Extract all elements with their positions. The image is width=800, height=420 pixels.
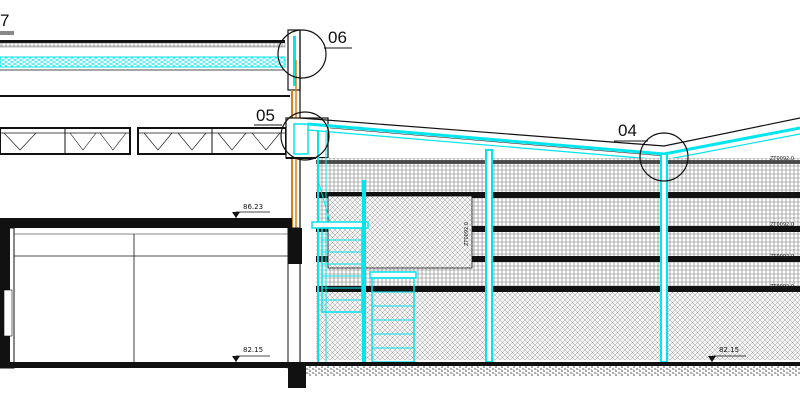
hall-roof (299, 117, 800, 161)
clerestory-windows (0, 127, 287, 155)
wall-sheet-code-4: ZT0092.0 (770, 254, 794, 260)
wall-sheet-code-3: ZT0092.0 (770, 222, 794, 228)
elevation-marker-82-15-left: 82.15 (232, 346, 270, 362)
elevation-marker-86-23: 86.23 (232, 203, 270, 218)
window-vertical-mark: ZT0092.0 (464, 222, 470, 246)
callout-06[interactable]: 06 (277, 28, 352, 79)
callout-label-06: 06 (328, 28, 347, 47)
hall-wall-cladding: ZT0092.0 ZT0092.0 ZT0092.0 ZT0092.0 ZT00… (316, 156, 800, 360)
callout-label-05: 05 (256, 106, 275, 125)
upper-roof-assembly (0, 33, 290, 97)
lower-room (0, 218, 306, 388)
wall-sheet-code: ZT0092.0 (770, 156, 794, 162)
elevation-marker-82-15-right: 82.15 (708, 346, 746, 362)
callout-7[interactable]: 7 (0, 11, 14, 33)
wall-sheet-code-2: ZT0092.0 (770, 192, 794, 198)
elevation-label-lower-right: 82.15 (719, 346, 739, 354)
elevation-label-lower-left: 82.15 (243, 346, 263, 354)
ground-slab (306, 362, 800, 376)
callout-04[interactable]: 04 (614, 121, 689, 182)
wall-sheet-code-5: ZT0092.0 (770, 284, 794, 290)
eave-beam (285, 117, 329, 159)
hall-columns (317, 130, 668, 364)
elevation-label-upper-left: 86.23 (243, 203, 263, 211)
stair (311, 179, 417, 366)
callout-05[interactable]: 05 (254, 106, 330, 161)
callout-label-7: 7 (0, 11, 9, 30)
callout-label-04: 04 (618, 121, 637, 140)
